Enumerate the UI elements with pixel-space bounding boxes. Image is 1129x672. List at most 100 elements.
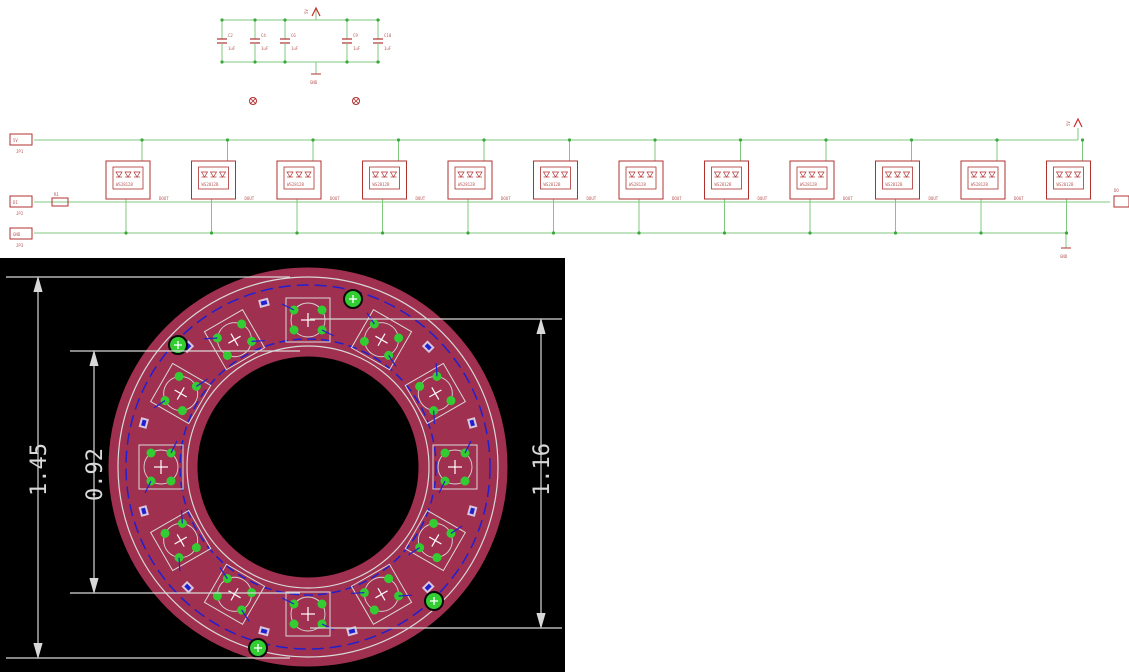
led-part-label: WS2812B [287, 182, 304, 187]
pcb-led-footprint [258, 591, 335, 637]
pcb-led-footprint [346, 563, 413, 637]
capacitor-name: C9 [353, 33, 358, 38]
capacitor: C6 1uF [280, 18, 299, 64]
pcb-layout: 1.45 0.92 1.16 [0, 258, 565, 672]
vdd-label: 5V [1066, 121, 1071, 126]
led-symbol: WS2812B DOUT [105, 138, 169, 235]
capacitor-value: 1uF [384, 46, 392, 51]
led-part-label: WS2812B [458, 182, 475, 187]
capacitor-value: 1uF [291, 46, 299, 51]
connector-label: DO [1114, 188, 1119, 193]
led-part-label: WS2812B [800, 182, 817, 187]
led-part-label: WS2812B [971, 182, 988, 187]
gnd-label: GND [1060, 254, 1068, 259]
led-part-label: WS2812B [886, 182, 903, 187]
via [168, 335, 188, 355]
dimension-inner [70, 349, 300, 595]
capacitor: C2 1uF [217, 18, 236, 64]
led-symbol: WS2812B DOUT [875, 138, 939, 235]
led-symbol: WS2812B DOUT [618, 138, 682, 235]
led-part-label: WS2812B [715, 182, 732, 187]
gnd-symbol-right: GND [1060, 233, 1071, 259]
dimension-ring-label: 1.16 [530, 443, 555, 496]
connector-5v: 5V JP1 [9, 133, 33, 154]
led-symbol: WS2812B DOUT [447, 138, 511, 235]
capacitor-bank: GND 5V C2 1uF C4 1uF C6 1uF C9 1uF C10 1uF [217, 6, 392, 85]
board-ring [108, 267, 508, 667]
capacitor-name: C2 [228, 33, 233, 38]
mounting-hole-left [249, 97, 257, 105]
led-symbol: WS2812B DOUT [960, 138, 1024, 235]
pcb-led-footprint [404, 362, 478, 429]
capacitor-name: C10 [384, 33, 392, 38]
led-symbol: WS2812B DOUT [533, 138, 597, 235]
led-symbol: WS2812B [1046, 138, 1091, 235]
led-symbol: WS2812B DOUT [191, 138, 255, 235]
signal-label: DOUT [672, 196, 682, 201]
connector-pin: JP3 [16, 243, 24, 248]
led-symbol: WS2812B DOUT [276, 138, 340, 235]
led-part-label: WS2812B [1057, 182, 1074, 187]
signal-label: DOUT [416, 196, 426, 201]
signal-label: DOUT [929, 196, 939, 201]
connector-label: GND [13, 232, 21, 237]
via [343, 289, 363, 309]
resistor: R1 [51, 192, 69, 207]
capacitor-value: 1uF [353, 46, 361, 51]
signal-label: DOUT [501, 196, 511, 201]
signal-label: DOUT [1014, 196, 1024, 201]
dimension-outer-label: 1.45 [27, 443, 52, 496]
connector-pin: JP2 [16, 211, 24, 216]
connector-do: DO [1113, 188, 1129, 208]
led-part-label: WS2812B [202, 182, 219, 187]
led-symbol: WS2812B DOUT [789, 138, 853, 235]
capacitor: C4 1uF [250, 18, 269, 64]
pcb-led-footprint [203, 297, 270, 371]
signal-label: DOUT [843, 196, 853, 201]
dimension-inner-label: 0.92 [83, 448, 108, 501]
signal-label: DOUT [330, 196, 340, 201]
signal-label: DOUT [758, 196, 768, 201]
board-outline-outer [117, 276, 499, 658]
via [424, 591, 444, 611]
connector-pin: JP1 [16, 149, 24, 154]
pcb-led-footprint [181, 563, 266, 626]
led-symbol: WS2812B DOUT [704, 138, 768, 235]
gnd-label: GND [310, 80, 318, 85]
signal-label: DOUT [587, 196, 597, 201]
capacitor-value: 1uF [261, 46, 269, 51]
signal-label: DOUT [159, 196, 169, 201]
schematic: GND 5V C2 1uF C4 1uF C6 1uF C9 1uF C10 1uF 5V JP1… [9, 6, 1129, 259]
capacitor-value: 1uF [228, 46, 236, 51]
capacitor: C9 1uF [342, 18, 361, 64]
capacitor-name: C4 [261, 33, 266, 38]
pcb-led-footprint [432, 440, 478, 517]
connector-gnd: GND JP3 [9, 227, 33, 248]
outer-trace [125, 284, 491, 650]
resistor-label: R1 [54, 192, 59, 197]
inner-trace [179, 338, 437, 596]
pcb-led-footprint [350, 308, 435, 371]
pcb-led-footprint [404, 509, 467, 594]
dimension-outer [6, 275, 290, 660]
vdd-symbol: 5V [304, 6, 321, 20]
connector-di: DI JP2 [9, 195, 33, 216]
pcb-led-footprint [149, 340, 212, 425]
mounting-hole-right [352, 97, 360, 105]
signal-label: DOUT [245, 196, 255, 201]
led-part-label: WS2812B [629, 182, 646, 187]
led-part-label: WS2812B [544, 182, 561, 187]
connector-label: 5V [13, 138, 18, 143]
led-part-label: WS2812B [116, 182, 133, 187]
dimension-ring [310, 317, 562, 630]
connector-label: DI [13, 200, 18, 205]
board-outline-inner [186, 345, 430, 589]
vdd-symbol-right: 5V [1066, 117, 1083, 140]
capacitor: C10 1uF [373, 18, 392, 64]
via [248, 638, 268, 658]
vdd-label: 5V [304, 9, 309, 14]
pcb-led-footprint [138, 417, 184, 494]
capacitor-name: C6 [291, 33, 296, 38]
pcb-led-footprint [138, 505, 212, 572]
